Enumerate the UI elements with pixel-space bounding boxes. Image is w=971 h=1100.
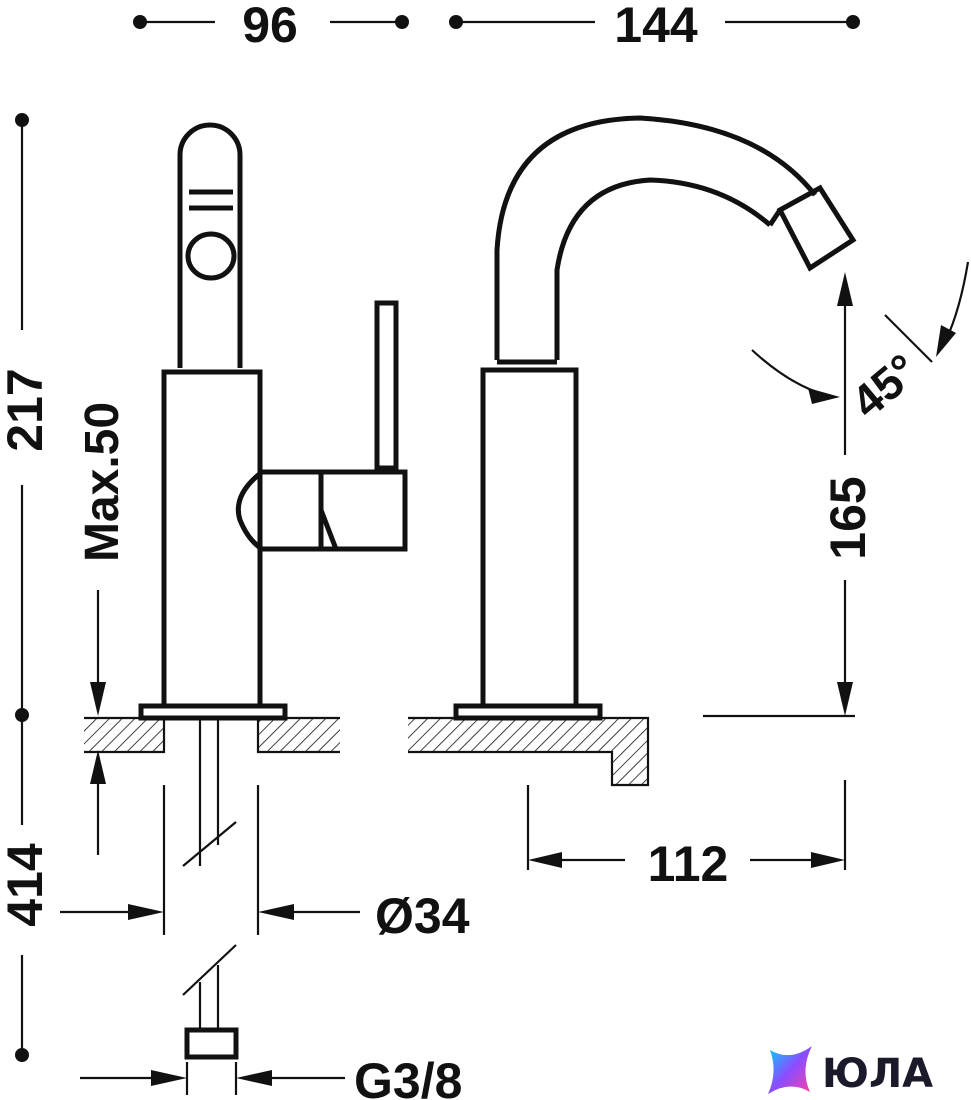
spout-reach-dimension: 112: [526, 780, 847, 892]
connection-dimension: G3/8: [80, 1053, 462, 1100]
dimension-label-217: 217: [0, 368, 53, 451]
dimension-label-96: 96: [242, 0, 298, 53]
dimension-label-144: 144: [614, 0, 698, 53]
shank-and-supply: [162, 718, 260, 1095]
dimension-label-414: 414: [0, 843, 53, 927]
dimension-label-connection: G3/8: [354, 1053, 462, 1100]
max-deck-thickness-dimension: Max.50: [76, 402, 129, 855]
deck-right: [408, 703, 855, 787]
left-dimension-217: 217: [0, 113, 53, 722]
top-dimension-144: 144: [449, 0, 860, 53]
dimension-label-angle: 45°: [841, 343, 928, 428]
deck-left: [84, 703, 340, 754]
logo-text: ЮЛА: [822, 1051, 933, 1097]
top-dimension-96: 96: [133, 0, 409, 53]
dimension-label-diameter: Ø34: [375, 888, 470, 944]
left-dimension-414: 414: [0, 715, 53, 1062]
faucet-front-view: [480, 115, 857, 709]
faucet-side-view: [161, 122, 408, 709]
logo-star-icon: [768, 1046, 812, 1094]
diameter-dimension: Ø34: [60, 888, 470, 944]
dimension-label-112: 112: [648, 836, 729, 892]
dimension-label-max50: Max.50: [76, 402, 129, 562]
brand-logo: ЮЛА: [768, 1046, 933, 1097]
spout-height-dimension: 165: [820, 272, 876, 716]
dimension-label-165: 165: [820, 476, 876, 559]
angle-dimension: 45°: [751, 261, 970, 428]
